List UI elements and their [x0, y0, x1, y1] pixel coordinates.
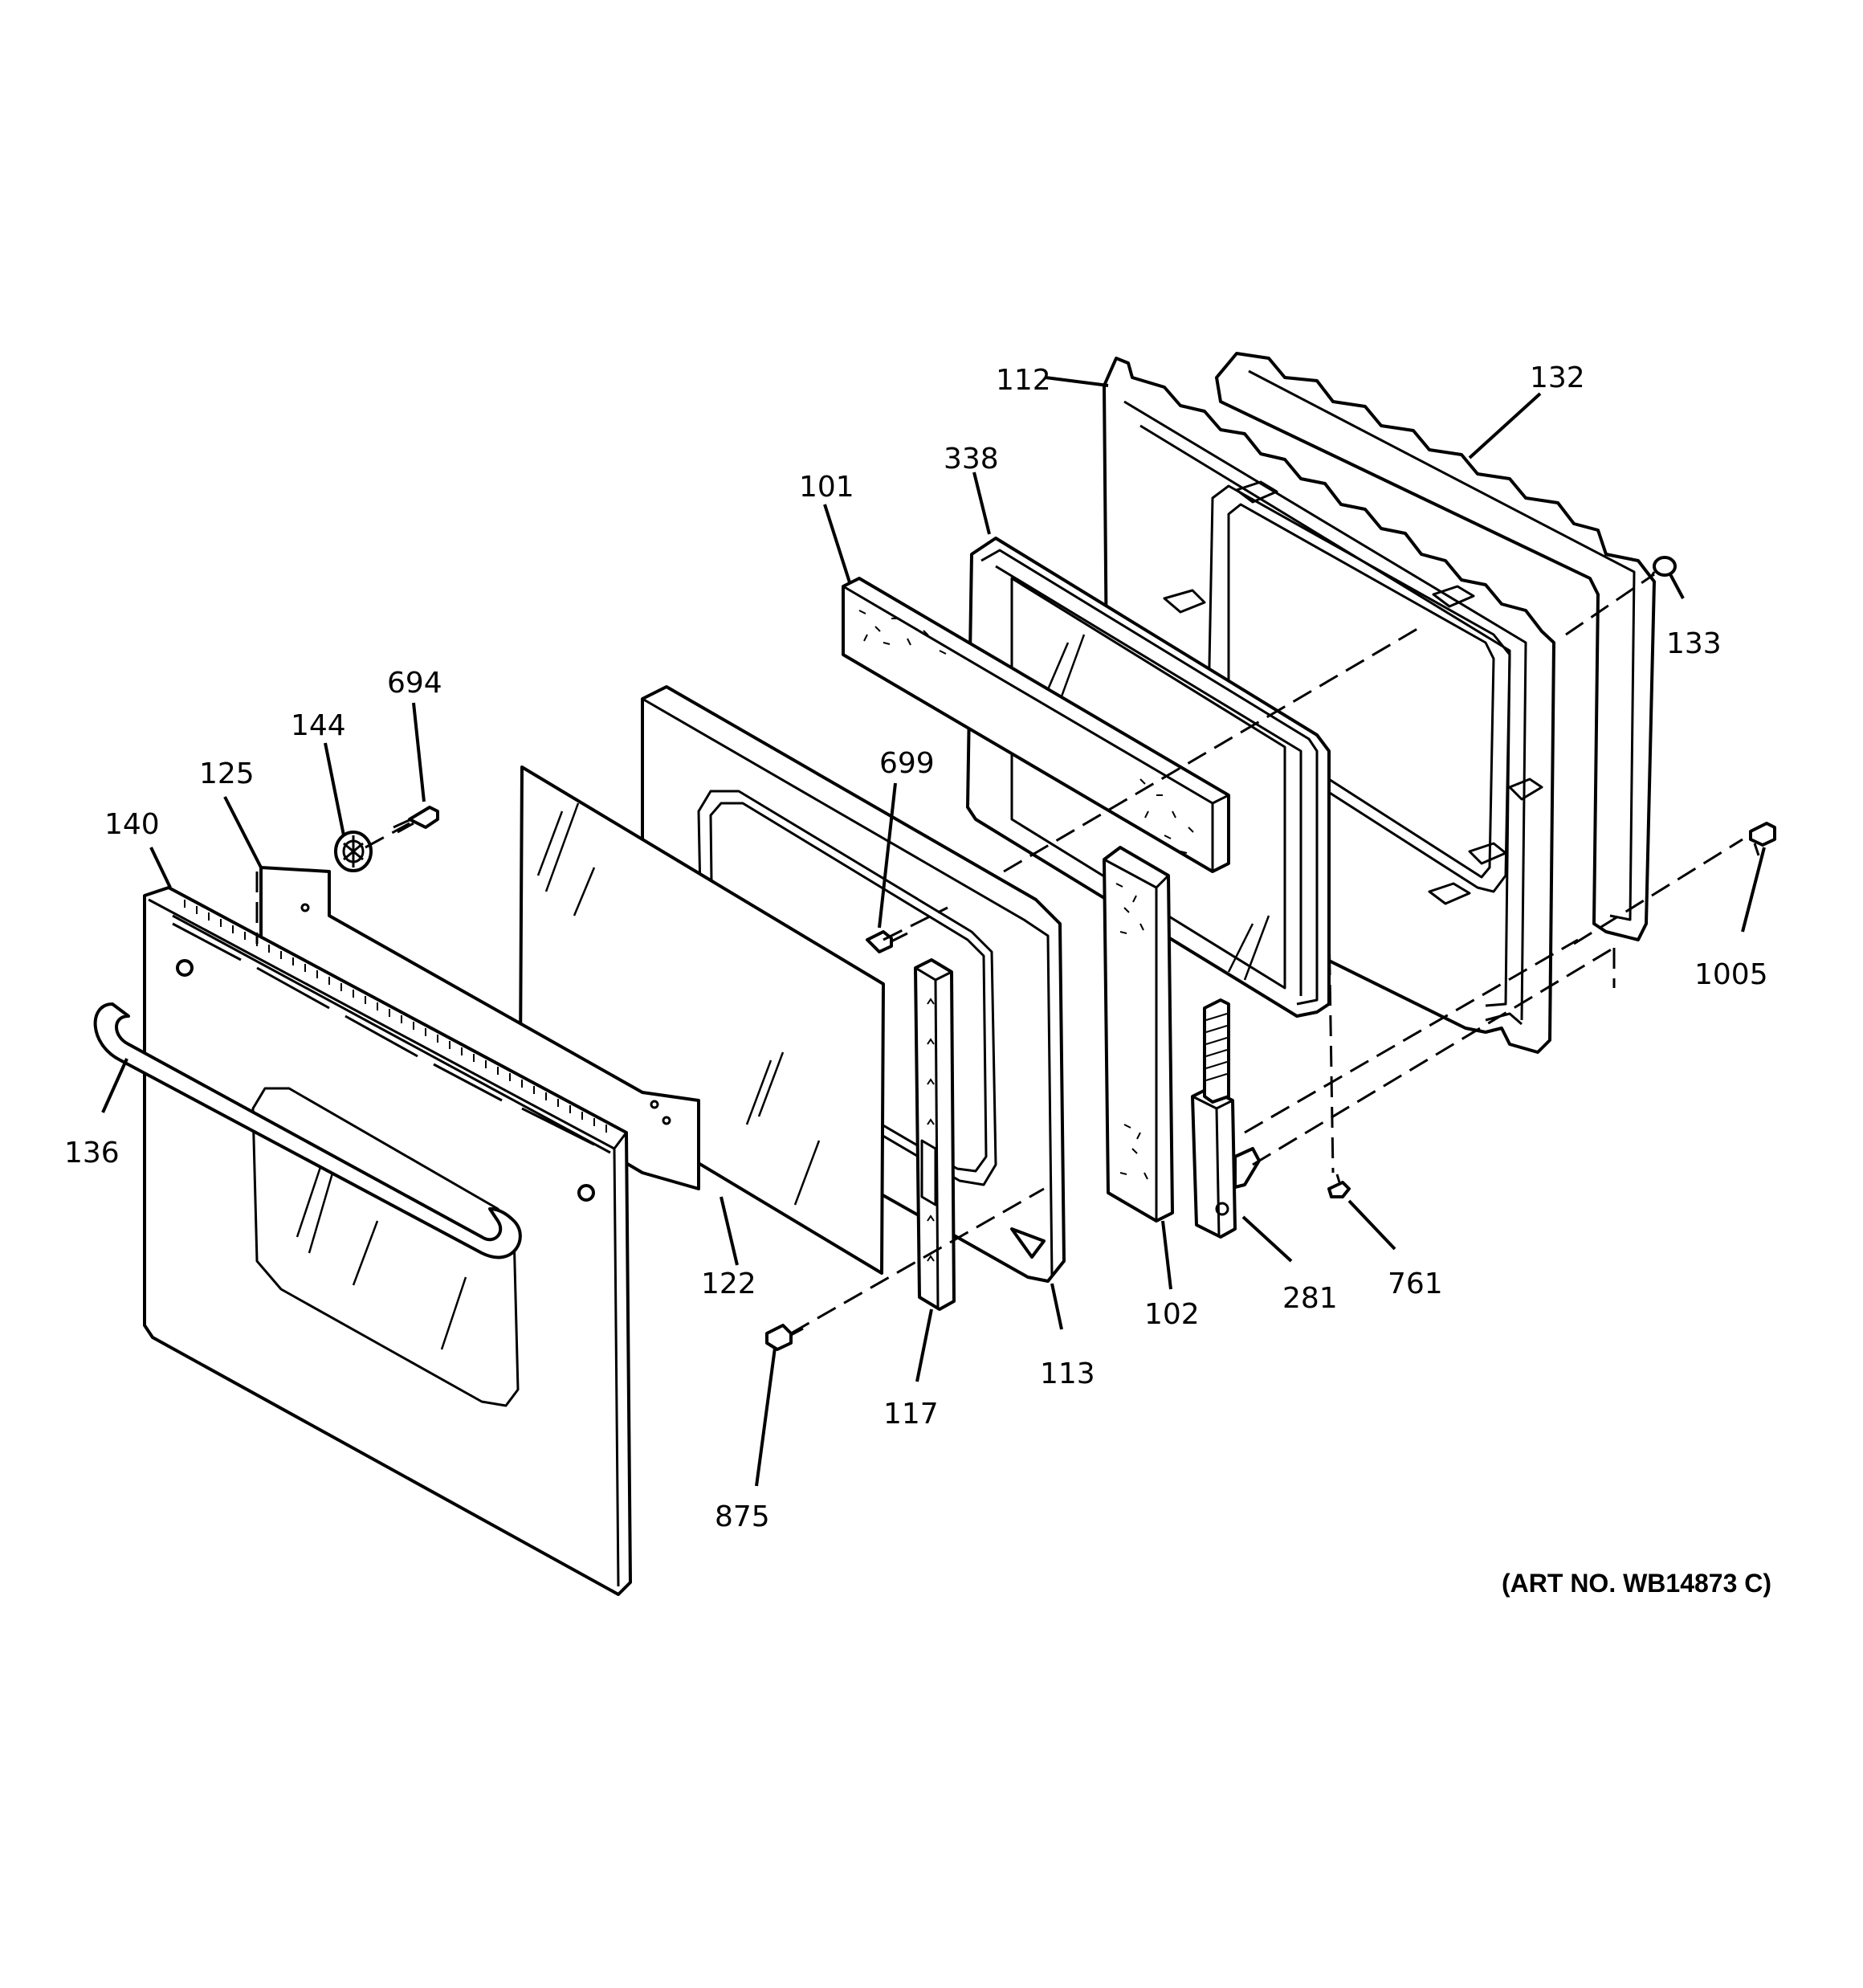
label-1005: 1005: [1694, 958, 1768, 991]
part-117-side-channel: [914, 958, 956, 1311]
label-694: 694: [387, 667, 442, 700]
part-136-door-handle: [93, 1002, 522, 1259]
label-125: 125: [199, 757, 255, 790]
label-122: 122: [701, 1268, 756, 1300]
part-144-hub: [334, 831, 373, 872]
label-144: 144: [291, 709, 346, 742]
label-281: 281: [1282, 1282, 1338, 1315]
label-136: 136: [64, 1137, 120, 1170]
label-132: 132: [1530, 361, 1585, 394]
part-694-screw: [393, 806, 439, 834]
part-1005-screw: [1749, 822, 1776, 856]
part-labels: 112 132 338 101 133 694 144 125 699 140 …: [64, 361, 1771, 1598]
part-122-door-glass: [519, 765, 885, 1275]
label-875: 875: [715, 1500, 770, 1533]
part-133-screw: [1649, 556, 1677, 579]
art-number: (ART NO. WB14873 C): [1502, 1569, 1771, 1598]
label-761: 761: [1388, 1268, 1443, 1300]
part-102-insulation-side: [1103, 846, 1174, 1223]
label-117: 117: [883, 1398, 939, 1431]
part-132-door-gasket: [1215, 352, 1656, 941]
leader-lines: [101, 376, 1766, 1487]
label-113: 113: [1040, 1357, 1095, 1390]
label-102: 102: [1144, 1298, 1200, 1331]
part-140-outer-door: [143, 886, 632, 1596]
part-761-screw: [1327, 1174, 1351, 1198]
label-338: 338: [944, 443, 999, 476]
assembly-lines: [255, 573, 1743, 1335]
label-133: 133: [1666, 627, 1722, 660]
part-281-hinge: [1191, 998, 1261, 1239]
part-101-insulation-top: [842, 577, 1230, 873]
part-875-screw: [765, 1324, 804, 1351]
label-112: 112: [996, 364, 1051, 397]
label-140: 140: [104, 808, 160, 841]
label-101: 101: [799, 471, 854, 504]
label-699: 699: [879, 747, 935, 780]
part-699-screw: [866, 930, 908, 953]
